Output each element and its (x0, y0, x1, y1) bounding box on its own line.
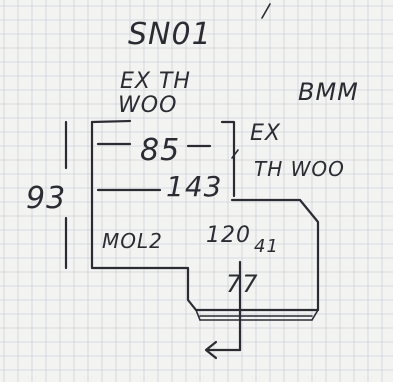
bottom-threshold (199, 315, 313, 321)
right-label-line1: EX (250, 121, 281, 146)
dimension-85-line (96, 142, 212, 148)
mid-center-label: 120 (206, 223, 251, 248)
top-left-label-line2: WOO (118, 93, 177, 118)
dimension-143-label: 143 (166, 170, 222, 203)
title-label: SN01 (128, 17, 212, 52)
dimension-77-label: 77 (226, 270, 259, 298)
top-right-label: BMM (298, 78, 359, 106)
top-right-bracket (220, 120, 236, 142)
right-label-line2: TH WOO (254, 157, 345, 181)
top-left-label-line1: EX TH (120, 69, 191, 94)
bottom-threshold-end (195, 309, 319, 321)
dimension-93-label: 93 (26, 181, 66, 216)
mid-left-label: MOL2 (102, 229, 163, 253)
arrow-icon (204, 340, 242, 360)
stray-mark (261, 3, 271, 19)
mid-right-label: 41 (254, 236, 279, 257)
dimension-85-label: 85 (140, 133, 180, 168)
top-wall (90, 119, 132, 124)
